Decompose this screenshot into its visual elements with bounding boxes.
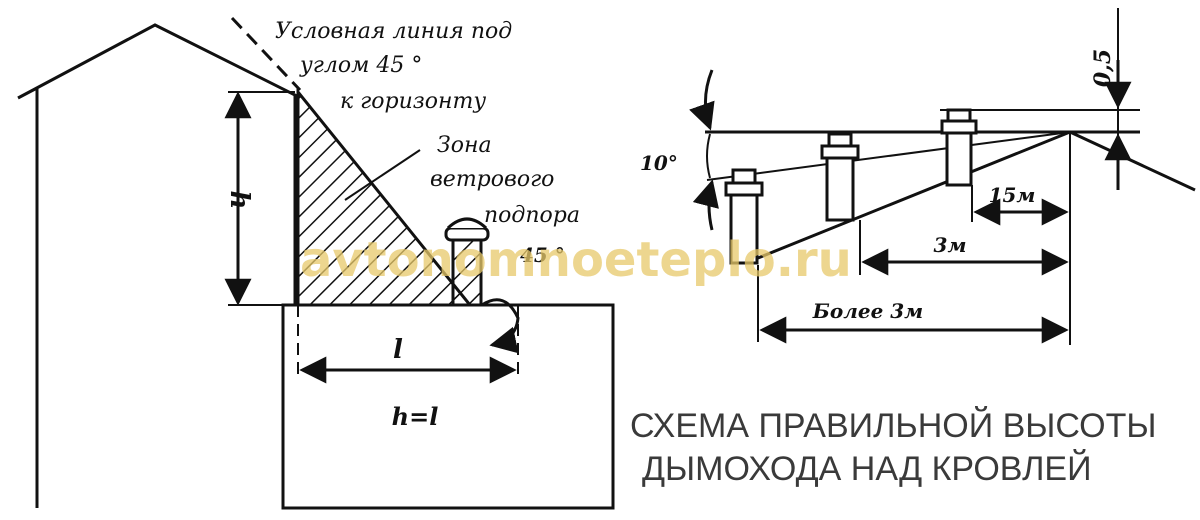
angle-arc-45 [481, 298, 520, 354]
line-45-degrees [230, 16, 302, 92]
label-45-line-2: углом 45 ° [299, 53, 422, 78]
left-labels: Условная линия под углом 45 ° к горизонт… [224, 19, 580, 431]
l-label: l [393, 335, 403, 365]
caption-line-2: ДЫМОХОДА НАД КРОВЛЕЙ [642, 450, 1092, 488]
chimney-2 [825, 156, 855, 222]
watermark-text: avtonomnoeteplo.ru [300, 232, 852, 288]
label-45-line-1: Условная линия под [275, 19, 512, 44]
leader-zone [344, 149, 421, 201]
left-diagram [17, 16, 615, 510]
caption-line-1: СХЕМА ПРАВИЛЬНОЙ ВЫСОТЫ [630, 407, 1157, 445]
ten-degree-line [706, 131, 1071, 181]
dist-3m-label: 3м [934, 233, 967, 257]
left-chimney-hood [446, 217, 488, 230]
angle-arc-10 [689, 69, 715, 131]
chimney-3-top [946, 108, 972, 123]
zone-label-1: Зона [437, 133, 492, 158]
dist-more-3m-label: Более 3м [812, 299, 923, 323]
chimney-2-top [827, 132, 853, 148]
equality-label: h=l [392, 402, 439, 431]
angle-label-45: 45 ° [520, 243, 565, 267]
caption: СХЕМА ПРАВИЛЬНОЙ ВЫСОТЫ ДЫМОХОДА НАД КРО… [630, 407, 1157, 488]
chimney-3-cap [940, 119, 978, 135]
zone-label-3: подпора [484, 203, 580, 228]
label-45-line-3: к горизонту [340, 89, 486, 114]
chimney-1-cap [724, 181, 764, 197]
dist-15m-label: 15м [989, 183, 1036, 207]
angle-label-10: 10° [640, 151, 678, 175]
chimney-3 [945, 131, 973, 187]
offset-label: 0,5 [1090, 49, 1116, 87]
wind-pressure-zone [296, 87, 474, 307]
zone-label-2: ветрового [430, 167, 554, 192]
tall-building-outline [17, 23, 297, 508]
chimney-2-cap [820, 144, 860, 160]
low-building [281, 303, 615, 510]
roof-slope-right [1069, 130, 1196, 192]
angle-arc-10-lower [692, 179, 719, 231]
roof-slope-left [757, 130, 1071, 260]
angle-arc-10-span [706, 133, 711, 179]
chimney-1-top [731, 168, 757, 185]
chimney-1 [729, 193, 759, 265]
right-diagram [689, 8, 1196, 345]
h-label: h [224, 191, 254, 210]
right-labels: 0,5 10° 15м 3м Более 3м [640, 49, 1116, 323]
